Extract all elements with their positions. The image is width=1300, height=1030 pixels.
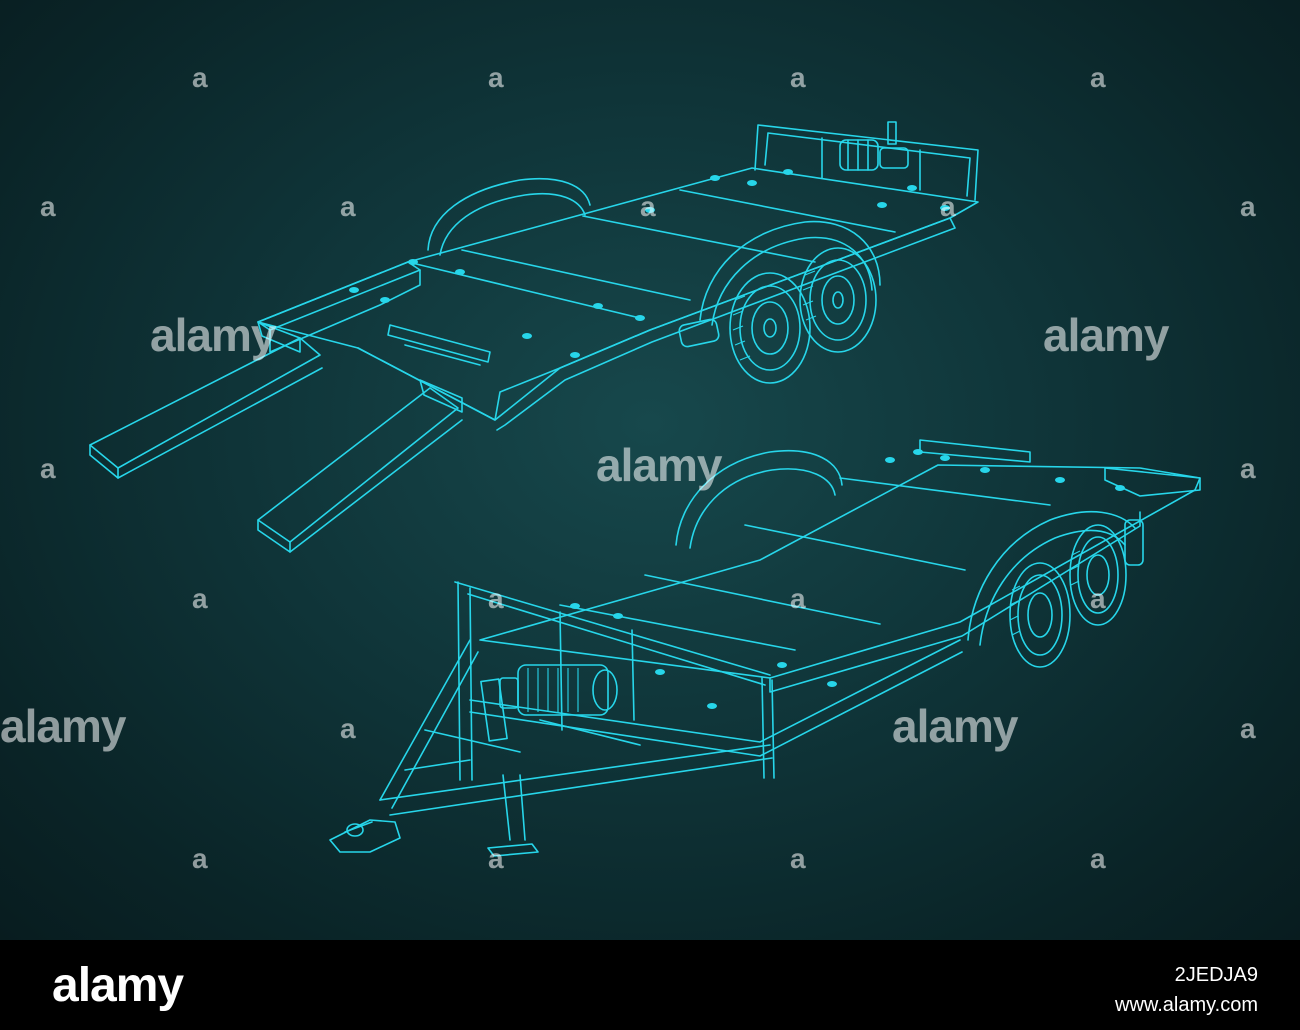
watermark-mark: a bbox=[1240, 713, 1256, 744]
site-url: www.alamy.com bbox=[1115, 994, 1258, 1016]
watermark-mark: a bbox=[192, 583, 208, 614]
watermark-mark: a bbox=[940, 191, 956, 222]
blueprint-canvas: alamy alamy alamy alamy alamy a a a a a … bbox=[0, 0, 1300, 940]
image-id: 2JEDJA9 bbox=[1174, 964, 1258, 986]
watermark-mark: a bbox=[192, 843, 208, 874]
watermark-mark: a bbox=[1240, 453, 1256, 484]
watermark-mark: a bbox=[790, 843, 806, 874]
watermark-mark: a bbox=[1090, 62, 1106, 93]
footer-bar: alamy 2JEDJA9 www.alamy.com bbox=[0, 940, 1300, 1030]
watermark-mark: a bbox=[488, 583, 504, 614]
watermark-brand: alamy bbox=[892, 700, 1018, 752]
watermark-brand: alamy bbox=[1043, 309, 1169, 361]
bottom-trailer bbox=[329, 439, 1201, 857]
watermark-mark: a bbox=[340, 191, 356, 222]
watermark-mark: a bbox=[40, 453, 56, 484]
watermark-mark: a bbox=[640, 191, 656, 222]
watermark-mark: a bbox=[340, 713, 356, 744]
watermark-brand: alamy bbox=[150, 309, 276, 361]
watermark-mark: a bbox=[1090, 843, 1106, 874]
top-trailer bbox=[89, 121, 979, 553]
watermark-mark: a bbox=[790, 62, 806, 93]
watermark-mark: a bbox=[1090, 583, 1106, 614]
watermark-mark: a bbox=[790, 583, 806, 614]
alamy-logo: alamy bbox=[52, 959, 184, 1012]
watermark-mark: a bbox=[488, 843, 504, 874]
watermark-mark: a bbox=[1240, 191, 1256, 222]
trailer-blueprint-drawing bbox=[89, 121, 1201, 857]
watermark-mark: a bbox=[192, 62, 208, 93]
watermark-brand: alamy bbox=[596, 439, 722, 491]
watermark-mark: a bbox=[488, 62, 504, 93]
watermark-brand: alamy bbox=[0, 700, 126, 752]
watermark-mark: a bbox=[40, 191, 56, 222]
